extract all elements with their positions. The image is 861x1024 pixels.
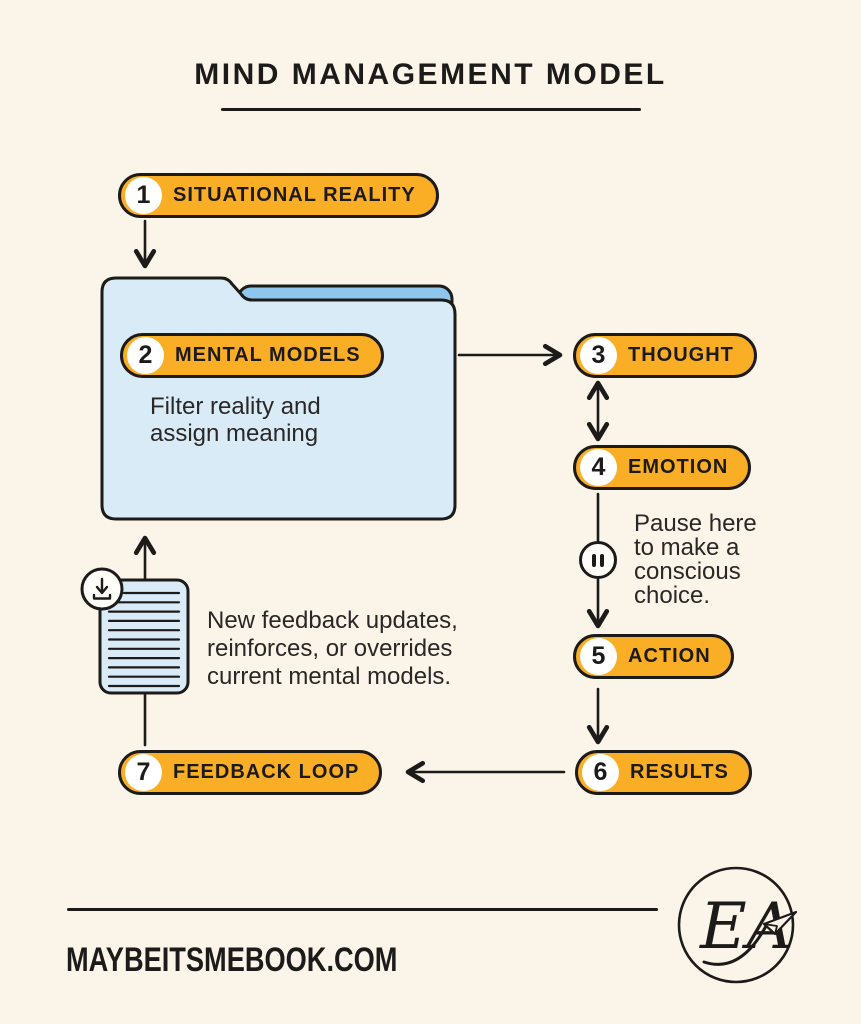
folder-note-line: assign meaning xyxy=(150,420,319,447)
footer-divider xyxy=(67,908,658,911)
pause-icon xyxy=(579,541,617,579)
title-underline xyxy=(220,108,641,111)
step-pill-action: 5 ACTION xyxy=(573,634,734,679)
feedback-note-line: New feedback updates, xyxy=(207,607,458,634)
folder-note-line: Filter reality and xyxy=(150,393,321,420)
paper-plane-icon xyxy=(762,910,798,936)
document-page xyxy=(98,578,190,695)
step-number-badge: 6 xyxy=(582,754,619,791)
logo-swoosh xyxy=(702,924,768,966)
download-icon xyxy=(80,567,124,611)
step-label: EMOTION xyxy=(628,456,729,478)
step-number-badge: 5 xyxy=(580,638,617,675)
pause-note-line: conscious xyxy=(634,558,741,585)
step-pill-mental-models: 2 MENTAL MODELS xyxy=(120,333,384,378)
step-number-badge: 4 xyxy=(580,449,617,486)
page-title: MIND MANAGEMENT MODEL xyxy=(194,58,667,91)
step-label: RESULTS xyxy=(630,761,729,783)
feedback-note-line: reinforces, or overrides xyxy=(207,635,453,662)
pause-note-line: to make a xyxy=(634,534,740,561)
folder-note: Filter reality and assign meaning xyxy=(150,393,321,447)
step-pill-emotion: 4 EMOTION xyxy=(573,445,752,490)
pause-note: Pause here to make a conscious choice. xyxy=(634,512,757,608)
feedback-note: New feedback updates, reinforces, or ove… xyxy=(207,607,458,691)
step-label: MENTAL MODELS xyxy=(175,344,361,366)
feedback-note-line: current mental models. xyxy=(207,663,452,690)
step-label: FEEDBACK LOOP xyxy=(173,761,360,783)
website-url: MAYBEITSMEBOOK.COM xyxy=(66,941,398,979)
step-number-badge: 1 xyxy=(125,177,162,214)
pause-note-line: choice. xyxy=(634,582,711,609)
step-number-badge: 2 xyxy=(127,337,164,374)
document-icon xyxy=(80,567,190,695)
step-label: ACTION xyxy=(628,645,711,667)
step-label: SITUATIONAL REALITY xyxy=(173,184,416,206)
step-label: THOUGHT xyxy=(628,344,734,366)
document-text-lines xyxy=(107,591,181,688)
pause-bar xyxy=(592,553,596,567)
logo-circle xyxy=(677,866,795,984)
brand-logo: EA xyxy=(677,866,798,984)
pause-note-line: Pause here xyxy=(634,510,757,537)
pause-bar xyxy=(600,553,604,567)
step-pill-situational-reality: 1 SITUATIONAL REALITY xyxy=(118,173,439,218)
step-pill-feedback-loop: 7 FEEDBACK LOOP xyxy=(118,750,383,795)
step-number-badge: 3 xyxy=(580,337,617,374)
step-pill-thought: 3 THOUGHT xyxy=(573,333,757,378)
step-number-badge: 7 xyxy=(125,754,162,791)
step-pill-results: 6 RESULTS xyxy=(575,750,752,795)
